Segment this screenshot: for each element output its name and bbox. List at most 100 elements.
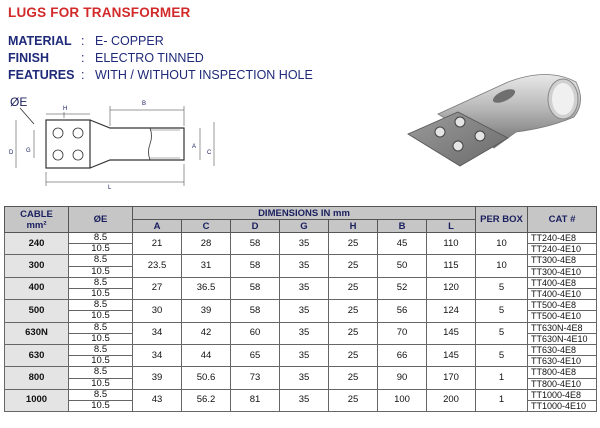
cat-number-cell: TT800-4E10: [527, 377, 597, 390]
header-per-box: PER BOX: [475, 206, 528, 233]
cat-number-cell: TT300-4E8: [527, 254, 597, 267]
dimension-l-cell: 145: [426, 344, 476, 368]
cable-size-cell: 500: [4, 299, 69, 323]
dimension-h-cell: 25: [328, 344, 378, 368]
dimension-h-cell: 25: [328, 276, 378, 301]
per-box-cell: 5: [475, 321, 528, 346]
spec-value: E- COPPER: [95, 34, 164, 48]
header-cat: CAT #: [527, 206, 597, 233]
cat-number-cell: TT800-4E8: [527, 366, 597, 379]
dimension-l-cell: 124: [426, 299, 476, 323]
header-col-c: C: [181, 219, 231, 233]
header-dimensions: DIMENSIONS IN mm: [132, 206, 476, 220]
cat-number-cell: TT630N-4E8: [527, 321, 597, 334]
dimension-c-cell: 28: [181, 231, 231, 256]
bolt-dia-cell: 8.5: [68, 299, 133, 312]
per-box-cell: 1: [475, 388, 528, 413]
bolt-dia-cell: 8.5: [68, 344, 133, 357]
dimension-c-cell: 39: [181, 299, 231, 323]
dimension-h-cell: 25: [328, 231, 378, 256]
dimension-g-cell: 35: [279, 299, 329, 323]
dimension-l-cell: 120: [426, 276, 476, 301]
spec-features: FEATURES:WITH / WITHOUT INSPECTION HOLE: [8, 68, 313, 82]
label-c: C: [207, 150, 212, 156]
cat-number-cell: TT400-4E10: [527, 288, 597, 301]
spec-key: MATERIAL: [8, 34, 72, 48]
dimension-d-cell: 58: [230, 254, 280, 278]
cat-number-cell: TT1000-4E10: [527, 400, 597, 413]
dimension-d-cell: 65: [230, 344, 280, 368]
dimension-l-cell: 145: [426, 321, 476, 346]
dimension-l-cell: 110: [426, 231, 476, 256]
dimension-d-cell: 58: [230, 231, 280, 256]
dimension-c-cell: 42: [181, 321, 231, 346]
cat-number-cell: TT500-4E8: [527, 299, 597, 312]
bolt-dia-cell: 10.5: [68, 377, 133, 390]
label-a: A: [192, 144, 196, 150]
page-title: LUGS FOR TRANSFORMER: [8, 5, 191, 20]
spec-material: MATERIAL:E- COPPER: [8, 34, 164, 48]
dimension-b-cell: 100: [377, 388, 427, 413]
bolt-dia-cell: 8.5: [68, 388, 133, 402]
table-row: 10.5 TT400-4E10: [5, 288, 597, 301]
cable-size-cell: 630: [4, 344, 69, 368]
dimension-a-cell: 23.5: [132, 254, 182, 278]
per-box-cell: 10: [475, 254, 528, 278]
dimension-l-cell: 200: [426, 388, 476, 413]
bolt-dia-cell: 8.5: [68, 254, 133, 267]
cable-size-cell: 1000: [4, 388, 69, 413]
dimension-c-cell: 44: [181, 344, 231, 368]
dimension-d-cell: 58: [230, 299, 280, 323]
label-h: H: [63, 106, 67, 112]
dimension-h-cell: 25: [328, 254, 378, 278]
dimension-h-cell: 25: [328, 388, 378, 413]
per-box-cell: 1: [475, 366, 528, 390]
cable-size-cell: 240: [4, 231, 69, 256]
per-box-cell: 5: [475, 276, 528, 301]
dimension-a-cell: 43: [132, 388, 182, 413]
dimension-d-cell: 81: [230, 388, 280, 413]
dimension-a-cell: 21: [132, 231, 182, 256]
cable-size-cell: 630N: [4, 321, 69, 346]
cat-number-cell: TT500-4E10: [527, 310, 597, 323]
bolt-dia-cell: 8.5: [68, 276, 133, 290]
cable-size-cell: 800: [4, 366, 69, 390]
bolt-dia-cell: 10.5: [68, 400, 133, 413]
bolt-dia-cell: 10.5: [68, 332, 133, 346]
dimension-a-cell: 39: [132, 366, 182, 390]
bolt-dia-cell: 10.5: [68, 355, 133, 368]
dimension-h-cell: 25: [328, 321, 378, 346]
bolt-dia-cell: 8.5: [68, 321, 133, 334]
dimension-d-cell: 73: [230, 366, 280, 390]
dimension-g-cell: 35: [279, 231, 329, 256]
dimension-b-cell: 90: [377, 366, 427, 390]
lug-product-image: [407, 74, 581, 167]
bolt-dia-cell: 10.5: [68, 288, 133, 301]
dimension-g-cell: 35: [279, 388, 329, 413]
dimension-b-cell: 70: [377, 321, 427, 346]
dimension-a-cell: 34: [132, 321, 182, 346]
dimension-a-cell: 34: [132, 344, 182, 368]
cat-number-cell: TT300-4E10: [527, 265, 597, 278]
label-oe: ØE: [10, 95, 27, 109]
bolt-dia-cell: 10.5: [68, 243, 133, 256]
dimension-h-cell: 25: [328, 299, 378, 323]
bolt-dia-cell: 10.5: [68, 265, 133, 278]
dimension-c-cell: 56.2: [181, 388, 231, 413]
dimension-c-cell: 31: [181, 254, 231, 278]
dimension-c-cell: 50.6: [181, 366, 231, 390]
header-oe: ØE: [68, 206, 133, 233]
cat-number-cell: TT630-4E8: [527, 344, 597, 357]
dimension-d-cell: 58: [230, 276, 280, 301]
